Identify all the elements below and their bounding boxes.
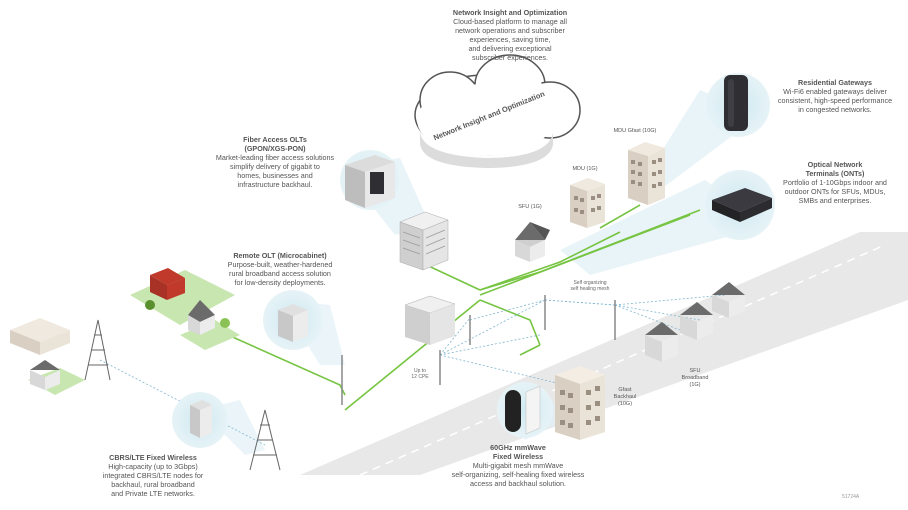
olt-line: infrastructure backhaul.	[237, 180, 313, 189]
residential-caption: Residential Gateways Wi-Fi6 enabled gate…	[765, 78, 905, 114]
cloud-line: subscriber experiences.	[472, 53, 548, 62]
cbrs-line: and Private LTE networks.	[111, 489, 195, 498]
gateway-device-icon	[706, 73, 770, 137]
road-centerline	[359, 244, 886, 476]
gfast-apartment	[555, 366, 605, 440]
mmwave-line: access and backhaul solution.	[470, 479, 566, 488]
mmwave-caption: 60GHz mmWave Fixed Wireless Multi-gigabi…	[438, 443, 598, 488]
gfast-backhaul-label: Gfast Backhaul (10G)	[600, 387, 650, 408]
cloud-caption: Network Insight and Optimization Cloud-b…	[430, 8, 590, 62]
mmwave-title: Fixed Wireless	[492, 452, 544, 461]
remote-title: Remote OLT (Microcabinet)	[233, 251, 327, 260]
mmwave-device-icon	[497, 382, 553, 438]
left-buildings	[10, 318, 85, 395]
figure-code: 51724A	[842, 494, 860, 500]
sfu-broadband-line: SFU	[689, 368, 701, 374]
cbrs-title: CBRS/LTE Fixed Wireless	[109, 453, 197, 462]
sfu-broadband-line: (1G)	[689, 382, 701, 388]
gfast-backhaul-line: (10G)	[617, 401, 633, 407]
cbrs-node-icon	[172, 392, 228, 448]
mdu-label: MDU (1G)	[572, 166, 598, 172]
mdu-gfast-building	[628, 142, 665, 205]
self-org-line: self healing mesh	[570, 286, 610, 292]
mmwave-line: Multi-gigabit mesh mmWave	[472, 461, 564, 470]
residential-line: in congested networks.	[798, 105, 872, 114]
olt-building	[399, 211, 449, 271]
cloud-line: network operations and subscriber	[455, 26, 565, 35]
sfu-broadband-line: Broadband	[681, 375, 709, 381]
fiber-lines	[227, 204, 701, 411]
cbrs-line: integrated CBRS/LTE nodes for	[102, 471, 204, 480]
sfu-label: SFU (1G)	[518, 204, 542, 210]
remote-line: Purpose-built, weather-hardened	[227, 260, 333, 269]
olt-title: Fiber Access OLTs	[243, 135, 307, 144]
sfu-houses-right	[645, 282, 745, 362]
ont-line: Portfolio of 1-10Gbps indoor and	[783, 178, 887, 187]
remote-caption: Remote OLT (Microcabinet) Purpose-built,…	[215, 251, 345, 287]
ont-title: Terminals (ONTs)	[805, 169, 865, 178]
olt-line: simplify delivery of gigabit to	[230, 162, 320, 171]
ont-line: outdoor ONTs for SFUs, MDUs,	[784, 187, 886, 196]
ont-title: Optical Network	[807, 160, 863, 169]
cloud-title: Network Insight and Optimization	[452, 8, 568, 17]
poles	[341, 295, 616, 405]
olt-line: homes, businesses and	[237, 171, 313, 180]
olt-title: (GPON/XGS-PON)	[244, 144, 306, 153]
olt-rack-icon	[340, 150, 400, 210]
cbrs-line: High-capacity (up to 3Gbps)	[108, 462, 198, 471]
road	[300, 232, 908, 475]
residential-title: Residential Gateways	[798, 78, 872, 87]
gfast-backhaul-line: Gfast	[618, 387, 632, 393]
cell-tower-icon	[84, 319, 281, 471]
self-org-label: Self organizing self healing mesh	[555, 280, 625, 292]
mmwave-line: self-organizing, self-healing fixed wire…	[451, 470, 585, 479]
residential-line: Wi-Fi6 enabled gateways deliver	[783, 87, 887, 96]
up-to-label: Up to 12 CPE	[400, 368, 440, 380]
olt-caption: Fiber Access OLTs (GPON/XGS-PON) Market-…	[205, 135, 345, 189]
cloud-line: and delivering exceptional	[468, 44, 552, 53]
ont-device-icon	[705, 170, 775, 240]
self-org-line: Self organizing	[573, 280, 607, 286]
ont-caption: Optical Network Terminals (ONTs) Portfol…	[765, 160, 905, 205]
microcabinet-icon	[263, 290, 323, 350]
cbrs-caption: CBRS/LTE Fixed Wireless High-capacity (u…	[88, 453, 218, 498]
sfu-house	[515, 222, 550, 262]
sfu-broadband-label: SFU Broadband (1G)	[670, 368, 720, 389]
remote-line: rural broadband access solution	[229, 269, 331, 278]
mmwave-title: 60GHz mmWave	[490, 443, 546, 452]
remote-line: for low-density deployments.	[234, 278, 326, 287]
cloud-line: Cloud-based platform to manage all	[453, 17, 567, 26]
ont-line: SMBs and enterprises.	[798, 196, 872, 205]
gfast-backhaul-line: Backhaul	[613, 394, 637, 400]
mdu-gfast-label: MDU Gfast (10G)	[613, 128, 657, 134]
up-to-line: Up to	[414, 368, 426, 374]
office-building	[404, 295, 456, 345]
residential-line: consistent, high-speed performance	[777, 96, 893, 105]
up-to-line: 12 CPE	[411, 374, 429, 380]
cbrs-line: backhaul, rural broadband	[111, 480, 195, 489]
mdu-building	[570, 178, 605, 228]
cloud-line: experiences, saving time,	[469, 35, 551, 44]
cloud-shape	[414, 54, 581, 168]
farm-area	[130, 268, 240, 350]
olt-line: Market-leading fiber access solutions	[215, 153, 335, 162]
